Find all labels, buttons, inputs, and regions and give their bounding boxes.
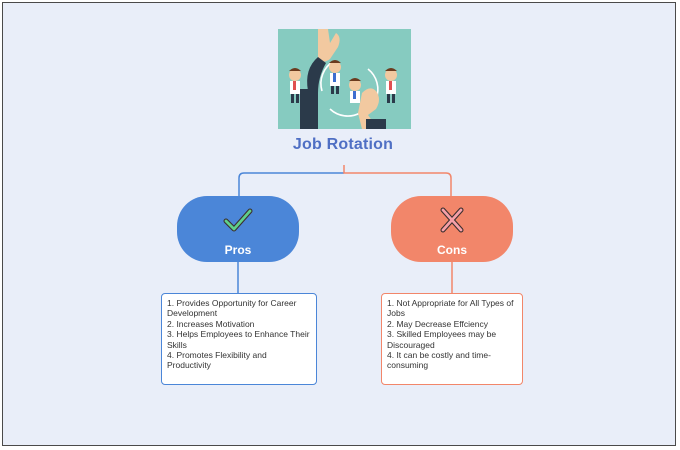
cons-label: Cons — [437, 243, 467, 257]
cross-mark-icon — [440, 207, 464, 233]
cons-card: 1. Not Appropriate for All Types of Jobs… — [381, 293, 523, 385]
pros-item-4: 4. Promotes Flexibility and Productivity — [167, 350, 267, 371]
job-rotation-illustration-icon — [278, 29, 411, 129]
connector-root-to-cons — [343, 165, 452, 196]
pros-label: Pros — [224, 243, 252, 257]
check-mark-icon — [223, 208, 253, 232]
pros-node: Pros — [177, 196, 299, 262]
pros-item-3: 3. Helps Employees to Enhance Their Skil… — [167, 329, 310, 350]
diagram-canvas: Job Rotation Pros Cons 1. Provides Oppor… — [2, 2, 676, 446]
cons-item-2: 2. May Decrease Effciency — [387, 318, 488, 329]
connector-lines — [237, 165, 453, 293]
cons-item-3: 3. Skilled Employees may be Discouraged — [387, 329, 497, 350]
connector-root-to-pros — [238, 172, 344, 196]
cons-item-1: 1. Not Appropriate for All Types of Jobs — [387, 298, 514, 319]
pros-item-1: 1. Provides Opportunity for Career Devel… — [167, 298, 297, 319]
cons-item-4: 4. It can be costly and time-consuming — [387, 350, 491, 371]
diagram-title: Job Rotation — [292, 136, 394, 153]
pros-item-2: 2. Increases Motivation — [167, 318, 255, 329]
pros-card: 1. Provides Opportunity for Career Devel… — [161, 293, 317, 385]
cons-node: Cons — [391, 196, 513, 262]
